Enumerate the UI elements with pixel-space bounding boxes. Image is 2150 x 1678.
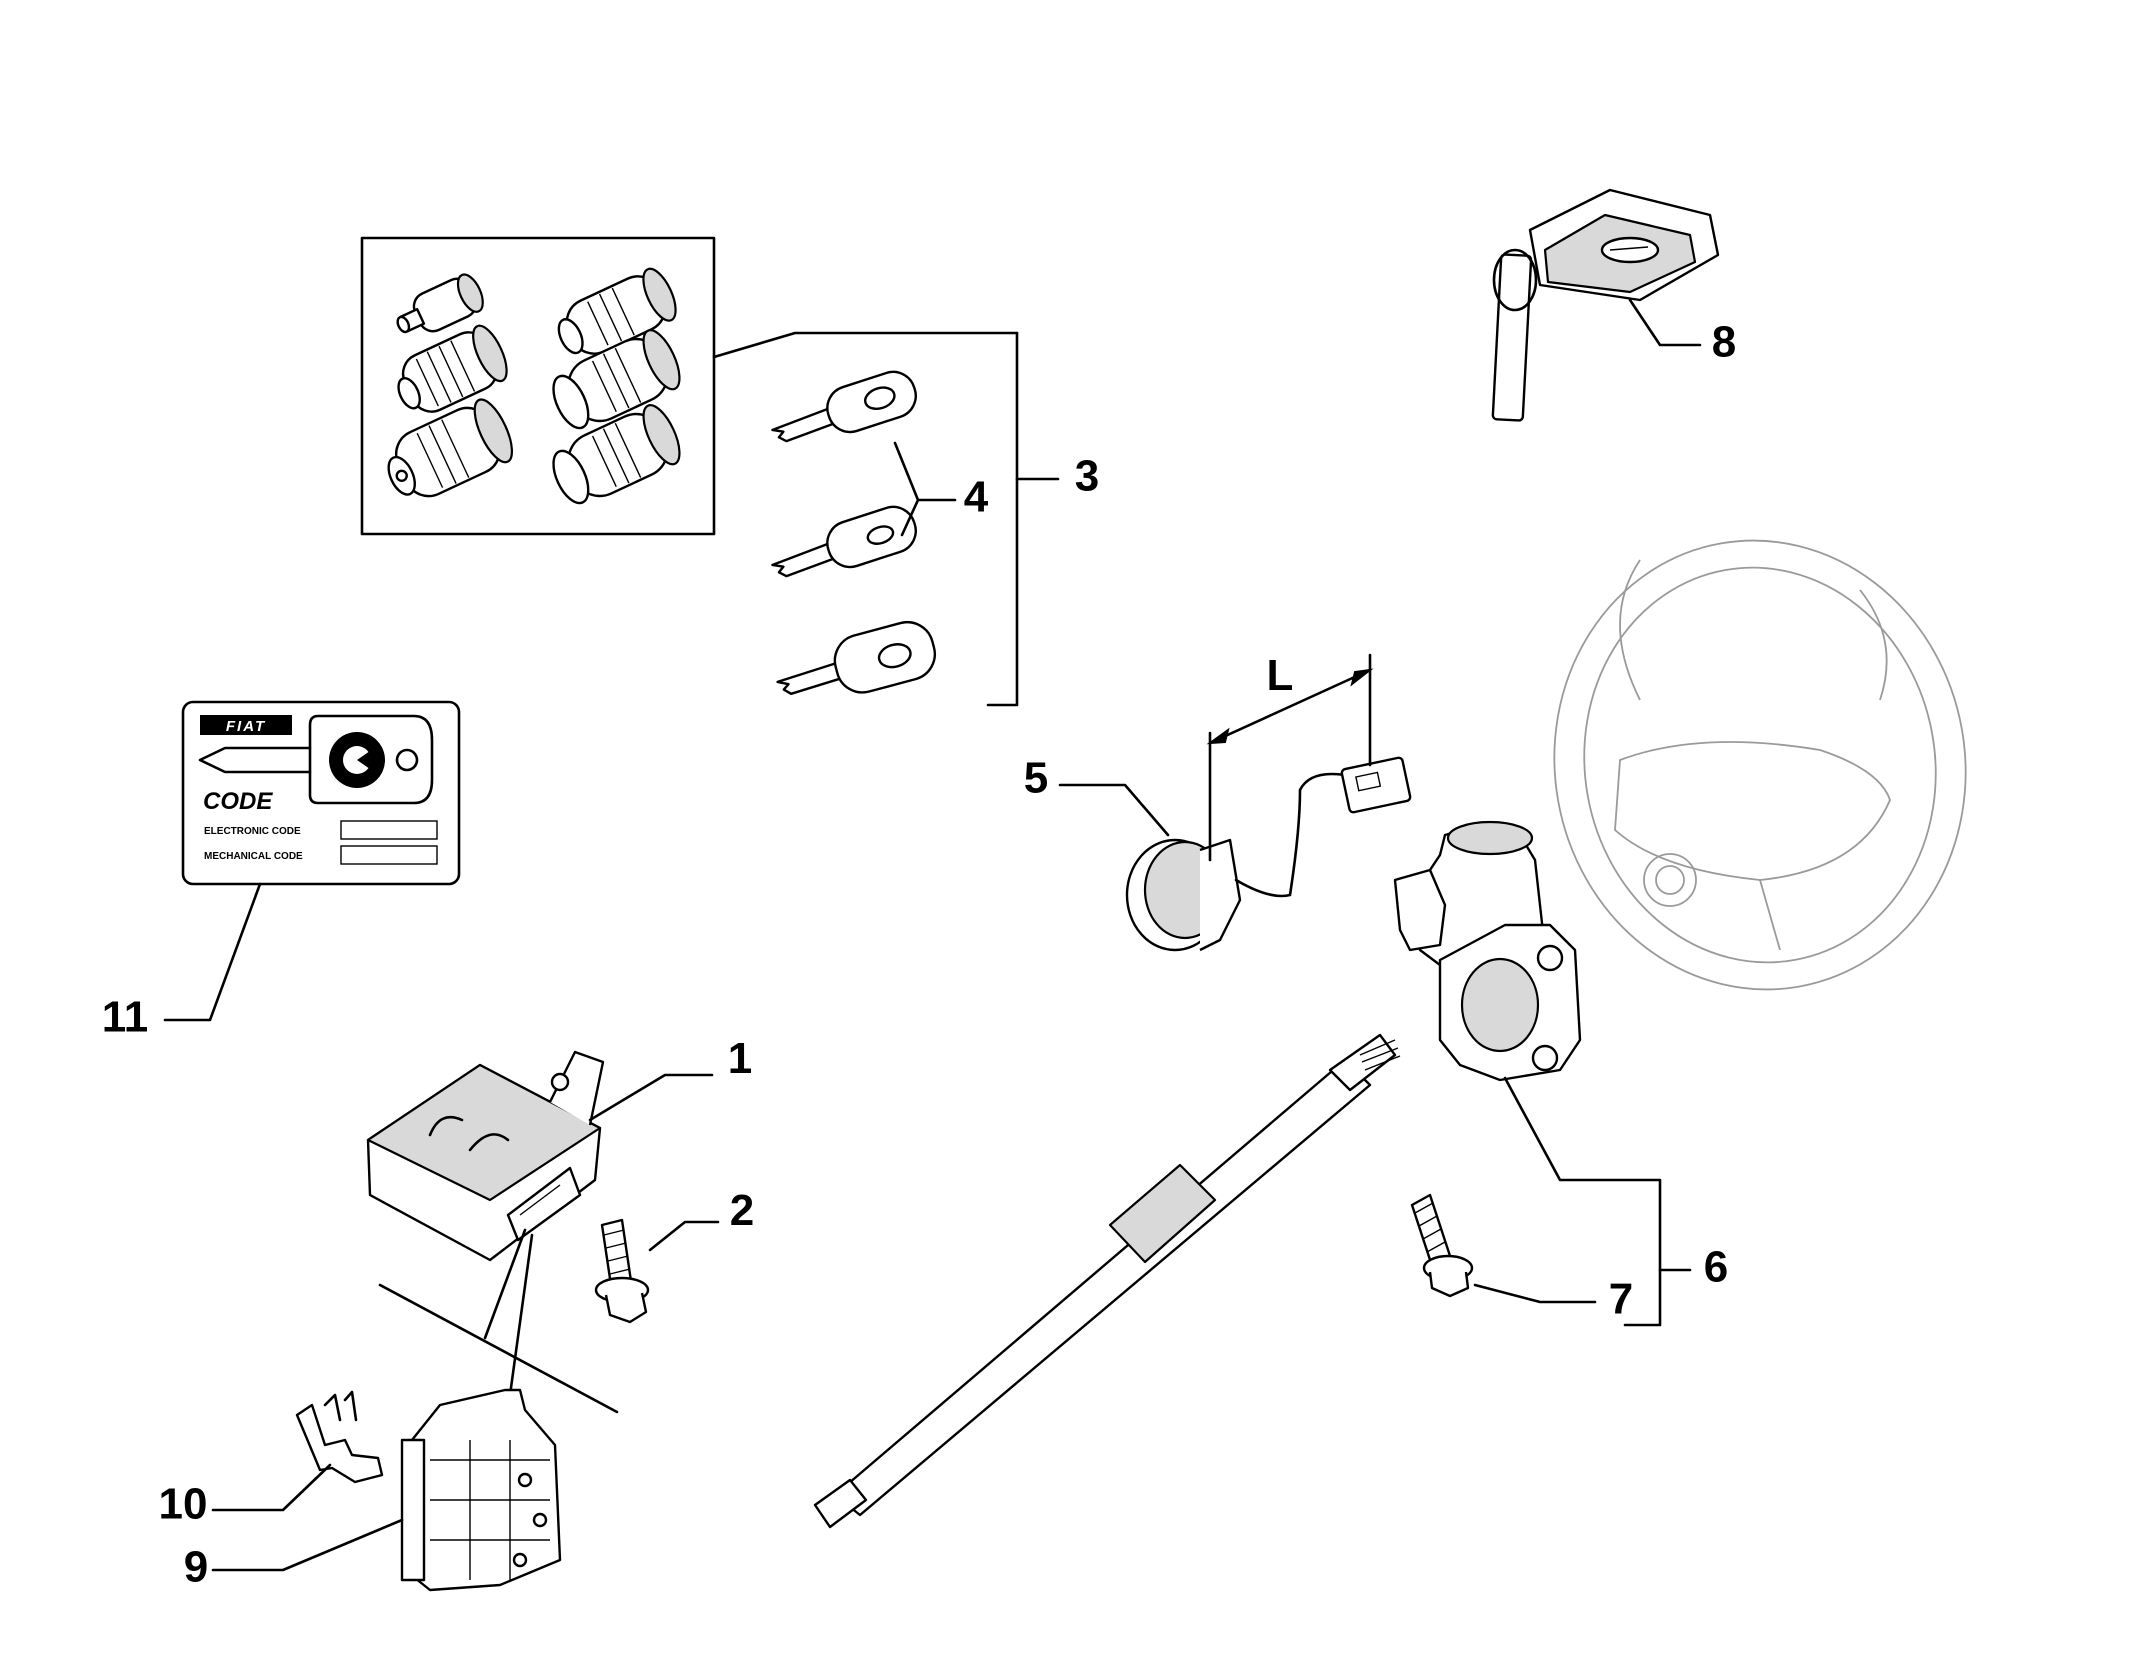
callout-10: 10: [159, 1480, 208, 1529]
lock-set-frame: [360, 236, 716, 536]
fiat-brand-text: FIAT: [226, 718, 266, 735]
callout-6: 6: [1704, 1243, 1728, 1292]
fiat-logo: [200, 715, 292, 735]
lock-cylinders: [387, 267, 681, 505]
dimension-l: L: [1206, 651, 1374, 862]
antenna-connector: [1340, 756, 1412, 814]
callout-7: 7: [1609, 1275, 1633, 1324]
key-1: [771, 370, 917, 443]
immobilizer-antenna-ring: [1125, 756, 1412, 952]
code-title: CODE: [203, 788, 273, 815]
key-blade-outline: [198, 746, 312, 774]
callout-3: 3: [1075, 452, 1099, 501]
code-card: FIAT CODE ELECTRONIC CODE MECHANICAL COD…: [181, 700, 461, 886]
key-3: [776, 620, 937, 696]
callout-4: 4: [964, 473, 989, 522]
immobilizer-control-unit: [366, 1050, 605, 1262]
callout-5: 5: [1024, 754, 1048, 803]
dimension-l-label: L: [1267, 651, 1294, 700]
ignition-keys: [771, 370, 937, 696]
callout-9: 9: [184, 1543, 208, 1592]
steering-column-shaft: [813, 1033, 1401, 1529]
mechanical-code-label: MECHANICAL CODE: [204, 851, 303, 862]
steering-wheel-ghost: [1553, 539, 1967, 991]
screw-2: [594, 1218, 650, 1324]
leader-lines: [163, 298, 1702, 1572]
electronic-code-field: [340, 820, 438, 840]
key-fob-tag: [1491, 188, 1720, 422]
mechanical-code-field: [340, 845, 438, 865]
bolt-7: [1410, 1193, 1474, 1298]
callout-8: 8: [1712, 318, 1736, 367]
callout-2: 2: [730, 1186, 754, 1235]
connector-break-lines: [378, 1228, 619, 1414]
callout-numbers: 1 2 3 4 5 6 7 8 9 10 11: [102, 318, 1737, 1592]
ignition-switch-housing: [1393, 820, 1582, 1082]
terminal-10: [295, 1390, 384, 1484]
key-head-outline: [308, 714, 434, 805]
callout-11: 11: [102, 993, 149, 1042]
electronic-code-label: ELECTRONIC CODE: [204, 826, 301, 837]
key-ring-hole-icon: [395, 748, 419, 772]
callout-1: 1: [728, 1034, 752, 1083]
key-2: [771, 505, 917, 578]
lock-cylinder-set: [360, 236, 716, 536]
connector-housing-9: [400, 1388, 562, 1592]
code-card-frame: [181, 700, 461, 886]
